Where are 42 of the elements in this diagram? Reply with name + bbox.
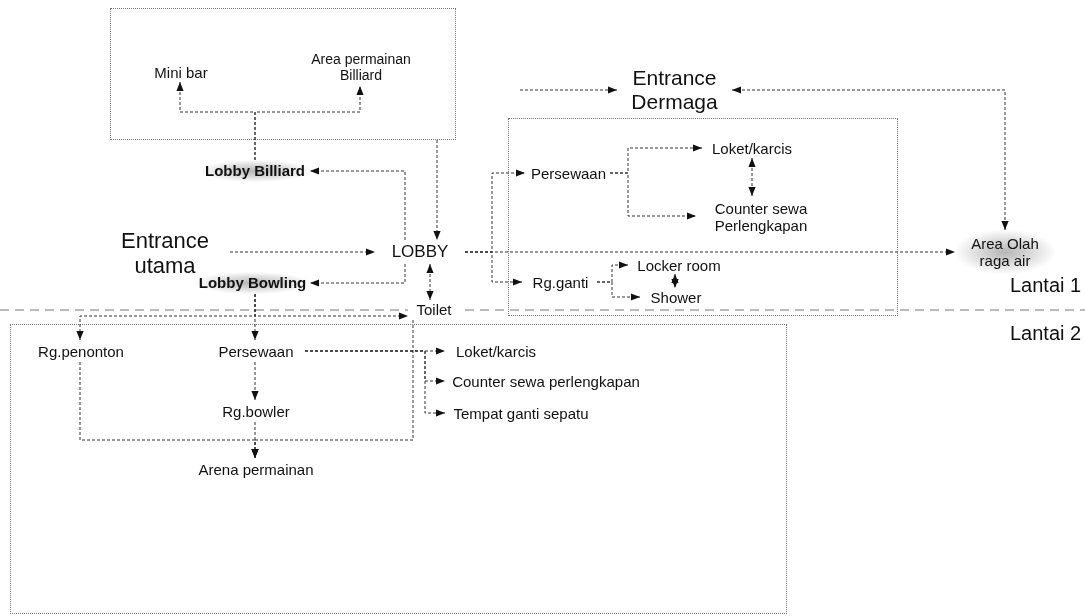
- room-label: Rg.ganti: [523, 273, 598, 293]
- room-label: Entrance Dermaga: [617, 64, 732, 116]
- room-label: Rg.bowler: [211, 401, 301, 423]
- floor-label: Lantai 1: [1010, 274, 1082, 297]
- floor-label: Lantai 2: [1010, 322, 1082, 345]
- room-label: Loket/karcis: [446, 341, 546, 363]
- arrow: [254, 293, 409, 320]
- room-label: Counter sewa Perlengkapan: [697, 197, 825, 237]
- arrow: [748, 157, 756, 197]
- room-label: Counter sewa perlengkapan: [446, 371, 646, 393]
- room-label: Locker room: [629, 257, 729, 275]
- arrow: [464, 251, 523, 286]
- arrow: [671, 273, 679, 289]
- room-label: Persewaan: [526, 163, 611, 185]
- group-frame: [110, 8, 456, 140]
- room-label: Tempat ganti sepatu: [446, 403, 596, 425]
- arrow: [731, 86, 1009, 231]
- arrow: [596, 281, 641, 301]
- arrow: [309, 263, 406, 287]
- room-label: LOBBY: [375, 240, 465, 264]
- arrow: [433, 139, 441, 241]
- room-label: Arena permainan: [181, 459, 331, 481]
- arrow: [519, 86, 618, 94]
- room-label: Rg.penonton: [26, 341, 136, 363]
- room-label: Persewaan: [206, 341, 306, 363]
- room-label: Mini bar: [141, 63, 221, 83]
- shaded-area-label: Lobby Billiard: [200, 160, 310, 182]
- shaded-area-label: Area Olah raga air: [955, 230, 1055, 274]
- group-frame: [508, 118, 898, 316]
- arrow: [251, 361, 259, 401]
- arrow: [229, 248, 376, 256]
- arrow: [304, 350, 446, 417]
- arrow: [426, 263, 434, 301]
- shaded-area-label: Lobby Bowling: [195, 272, 310, 294]
- room-label: Shower: [641, 289, 711, 307]
- arrow: [251, 319, 414, 459]
- arrow: [609, 172, 697, 220]
- group-frame: [10, 324, 787, 614]
- arrow: [254, 85, 364, 161]
- room-label: Loket/karcis: [703, 139, 801, 159]
- room-label: Area permainan Billiard: [293, 47, 429, 87]
- arrow: [309, 167, 406, 241]
